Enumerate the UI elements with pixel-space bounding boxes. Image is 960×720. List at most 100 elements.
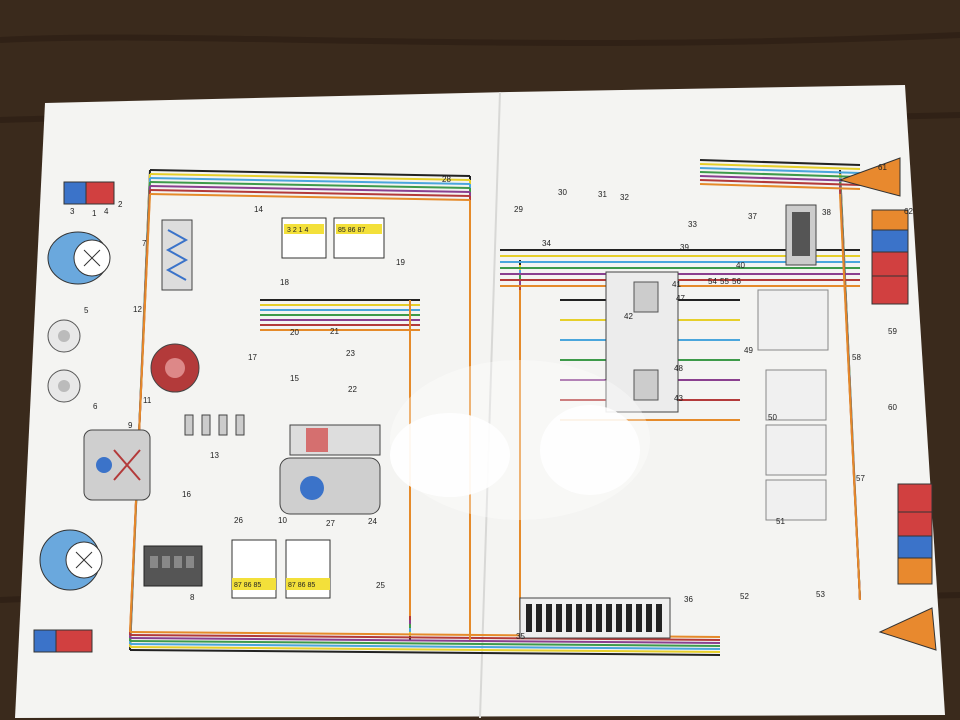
component-number: 54 <box>708 277 717 286</box>
wire-bundles <box>129 159 861 656</box>
lamp-61-top <box>838 157 901 197</box>
relay-label-a: 3 2 1 4 <box>287 227 309 234</box>
wire <box>149 193 471 201</box>
component-number: 15 <box>290 374 299 383</box>
component-number: 8 <box>190 593 195 602</box>
relay-27: 87 86 85 <box>285 539 331 599</box>
fuse <box>596 604 602 632</box>
component-number: 28 <box>442 175 451 184</box>
battery <box>143 545 203 587</box>
wire <box>149 189 471 197</box>
component-number: 49 <box>744 346 753 355</box>
rear-light-top <box>871 209 909 305</box>
rear-light-bottom <box>897 483 933 585</box>
component-number: 9 <box>128 421 133 430</box>
fuse <box>646 604 652 632</box>
component-number: 41 <box>672 280 681 289</box>
component-number: 48 <box>674 364 683 373</box>
component-number: 12 <box>133 305 142 314</box>
wire <box>149 173 471 181</box>
component-number: 22 <box>348 385 357 394</box>
component-number: 29 <box>514 205 523 214</box>
fuse <box>626 604 632 632</box>
component-number: 10 <box>278 516 287 525</box>
wire <box>699 171 861 178</box>
headlight-bottom-left <box>39 529 103 591</box>
wire <box>149 177 471 185</box>
component-number: 13 <box>210 451 219 460</box>
component-number: 47 <box>676 294 685 303</box>
component-number: 42 <box>624 312 633 321</box>
component-number: 39 <box>680 243 689 252</box>
component-number: 30 <box>558 188 567 197</box>
relay-top-right: 85 86 87 <box>333 217 385 259</box>
lamp-block-top-left <box>63 181 115 205</box>
component-number: 55 <box>720 277 729 286</box>
generator <box>83 429 151 501</box>
wire <box>129 634 721 641</box>
fuse <box>616 604 622 632</box>
component-number: 14 <box>254 205 263 214</box>
component-number: 2 <box>118 200 123 209</box>
relay-label-b: 85 86 87 <box>338 227 365 234</box>
fuse-box <box>519 597 671 639</box>
relay-26: 87 86 85 <box>231 539 277 599</box>
horn-top <box>47 319 81 353</box>
wire <box>149 169 471 177</box>
component-number: 27 <box>326 519 335 528</box>
wire <box>129 640 721 647</box>
ignition-coil <box>161 219 193 291</box>
component-number: 17 <box>248 353 257 362</box>
component-number: 40 <box>736 261 745 270</box>
component-number: 18 <box>280 278 289 287</box>
component-number: 26 <box>234 516 243 525</box>
starter-motor <box>279 424 381 515</box>
relay-top-center: 3 2 1 4 <box>281 217 327 259</box>
component-number: 56 <box>732 277 741 286</box>
component-number: 6 <box>93 402 98 411</box>
component-number: 52 <box>740 592 749 601</box>
wire <box>699 159 861 166</box>
component-number: 36 <box>684 595 693 604</box>
fuse <box>656 604 662 632</box>
component-number: 62 <box>904 207 913 216</box>
component-number: 5 <box>84 306 89 315</box>
component-number: 34 <box>542 239 551 248</box>
horn-bottom <box>47 369 81 403</box>
wire <box>699 183 861 190</box>
fuse <box>536 604 542 632</box>
component-number: 24 <box>368 517 377 526</box>
wire <box>129 637 721 644</box>
spark-plugs <box>184 414 245 436</box>
component-number: 20 <box>290 328 299 337</box>
component-number: 35 <box>516 632 525 641</box>
component-number: 31 <box>598 190 607 199</box>
relay-label-26: 87 86 85 <box>234 582 261 589</box>
component-number: 11 <box>143 396 152 405</box>
component-number: 57 <box>856 474 865 483</box>
component-number: 59 <box>888 327 897 336</box>
wire <box>699 175 861 182</box>
fuse <box>586 604 592 632</box>
component-number: 43 <box>674 394 683 403</box>
wire <box>129 649 721 656</box>
component-number: 19 <box>396 258 405 267</box>
relay-label-27: 87 86 85 <box>288 582 315 589</box>
wire <box>699 163 861 170</box>
component-number: 25 <box>376 581 385 590</box>
component-number: 60 <box>888 403 897 412</box>
fuse <box>526 604 532 632</box>
instrument-cluster <box>605 271 679 413</box>
wire <box>129 193 151 633</box>
component-number: 4 <box>104 207 109 216</box>
wire <box>699 179 861 186</box>
heater-control <box>785 204 817 266</box>
fuse <box>576 604 582 632</box>
wire <box>129 643 721 650</box>
component-number: 58 <box>852 353 861 362</box>
wire <box>129 646 721 653</box>
fuse <box>566 604 572 632</box>
component-number: 21 <box>330 327 339 336</box>
